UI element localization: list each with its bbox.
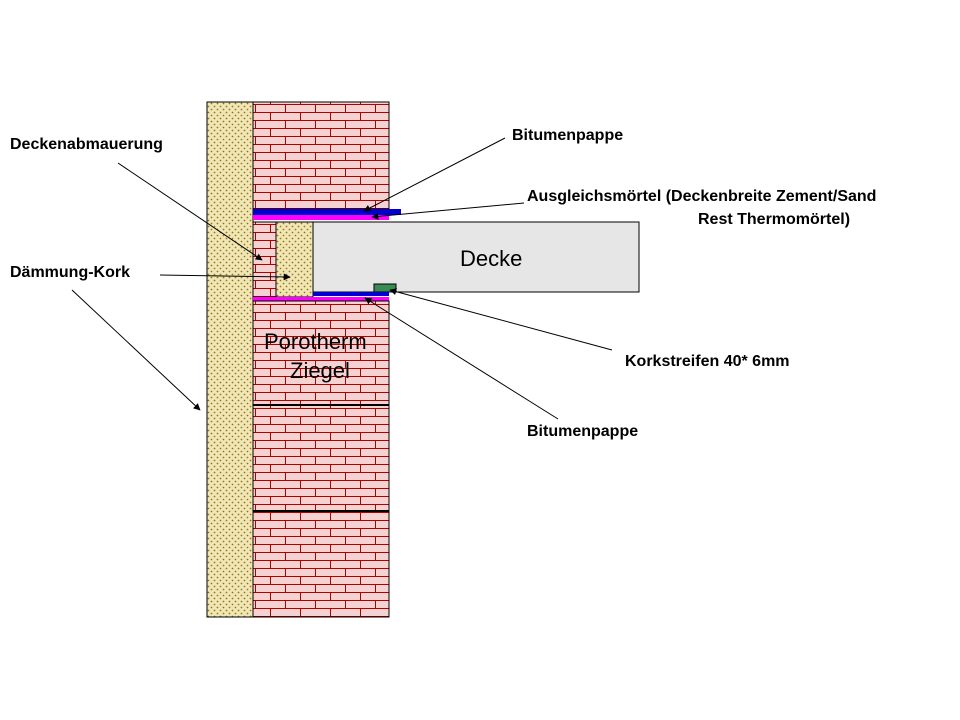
brick-wall-lower-3: [252, 510, 390, 618]
slab-edge-insulation: [275, 221, 314, 298]
leveling-mortar-strip-bottom: [253, 297, 389, 301]
brick-wall-lower-2: [252, 404, 390, 512]
label-deckenabmauerung: Deckenabmauerung: [10, 136, 163, 153]
leader-deckenabmauerung: [117, 162, 263, 261]
slab-edge-masonry: [252, 221, 277, 298]
label-ausgleichsmoertel-line2: Rest Thermomörtel): [698, 211, 850, 228]
leader-bitumenpappe-top: [363, 137, 506, 212]
leader-bitumenpappe-bottom: [364, 297, 559, 420]
leader-outer-insulation: [71, 289, 201, 411]
label-bitumenpappe-top: Bitumenpappe: [512, 127, 623, 144]
outer-insulation-layer: [206, 101, 254, 618]
leader-ausgleichsmoertel: [371, 202, 525, 220]
slab-label: Decke: [460, 246, 522, 271]
leveling-mortar-strip-top: [253, 215, 389, 220]
brick-label-line1: Porotherm: [264, 329, 367, 354]
label-ausgleichsmoertel-line1: Ausgleichsmörtel (Deckenbreite Zement/Sa…: [527, 188, 876, 205]
label-bitumenpappe-bottom: Bitumenpappe: [527, 423, 638, 440]
label-korkstreifen: Korkstreifen 40* 6mm: [625, 353, 790, 370]
leader-daemmung-kork: [159, 273, 291, 281]
bitumen-strip-bottom: [313, 292, 389, 296]
leader-korkstreifen: [389, 288, 613, 351]
brick-wall-lower-1: [252, 300, 390, 406]
slab: [312, 221, 640, 293]
brick-wall-upper: [252, 101, 390, 210]
brick-label-line2: Ziegel: [290, 358, 350, 383]
bitumen-strip-top: [253, 209, 401, 215]
label-daemmung-kork: Dämmung-Kork: [10, 264, 130, 281]
